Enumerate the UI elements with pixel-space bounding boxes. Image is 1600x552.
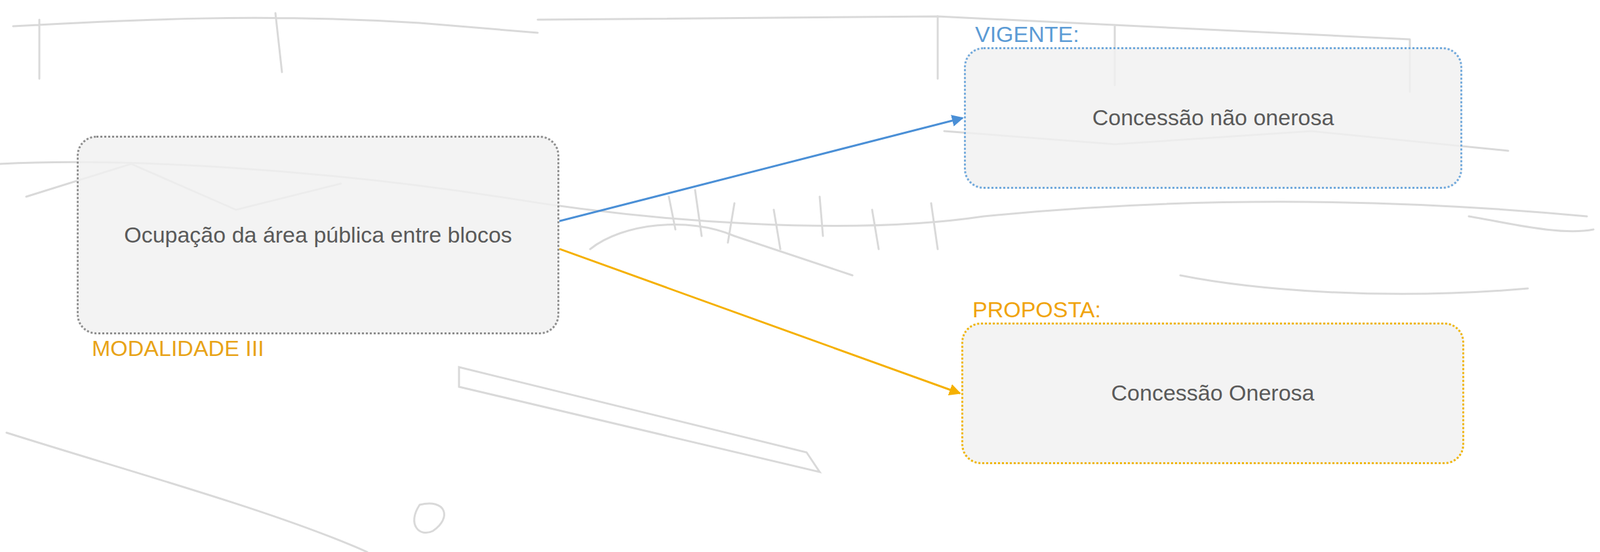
box-heading: MODALIDADE III	[91, 336, 265, 361]
current-box: VIGENTE:Concessão não onerosa	[963, 47, 1463, 189]
sketch-plants	[668, 190, 938, 250]
sketch-bench	[459, 367, 820, 473]
box-text: Concessão Onerosa	[963, 369, 1463, 417]
box-heading: PROPOSTA:	[972, 297, 1101, 322]
box-heading: VIGENTE:	[975, 22, 1080, 47]
arrow-connector	[559, 249, 960, 394]
source-box: Ocupação da área pública entre blocosMOD…	[76, 135, 560, 335]
sketch-stone	[414, 503, 445, 534]
sketch-line	[13, 13, 538, 79]
proposal-box: PROPOSTA:Concessão Onerosa	[961, 322, 1465, 465]
arrow-connector	[559, 118, 963, 221]
box-text: Ocupação da área pública entre blocos	[78, 211, 558, 259]
box-text: Concessão não onerosa	[965, 94, 1461, 141]
